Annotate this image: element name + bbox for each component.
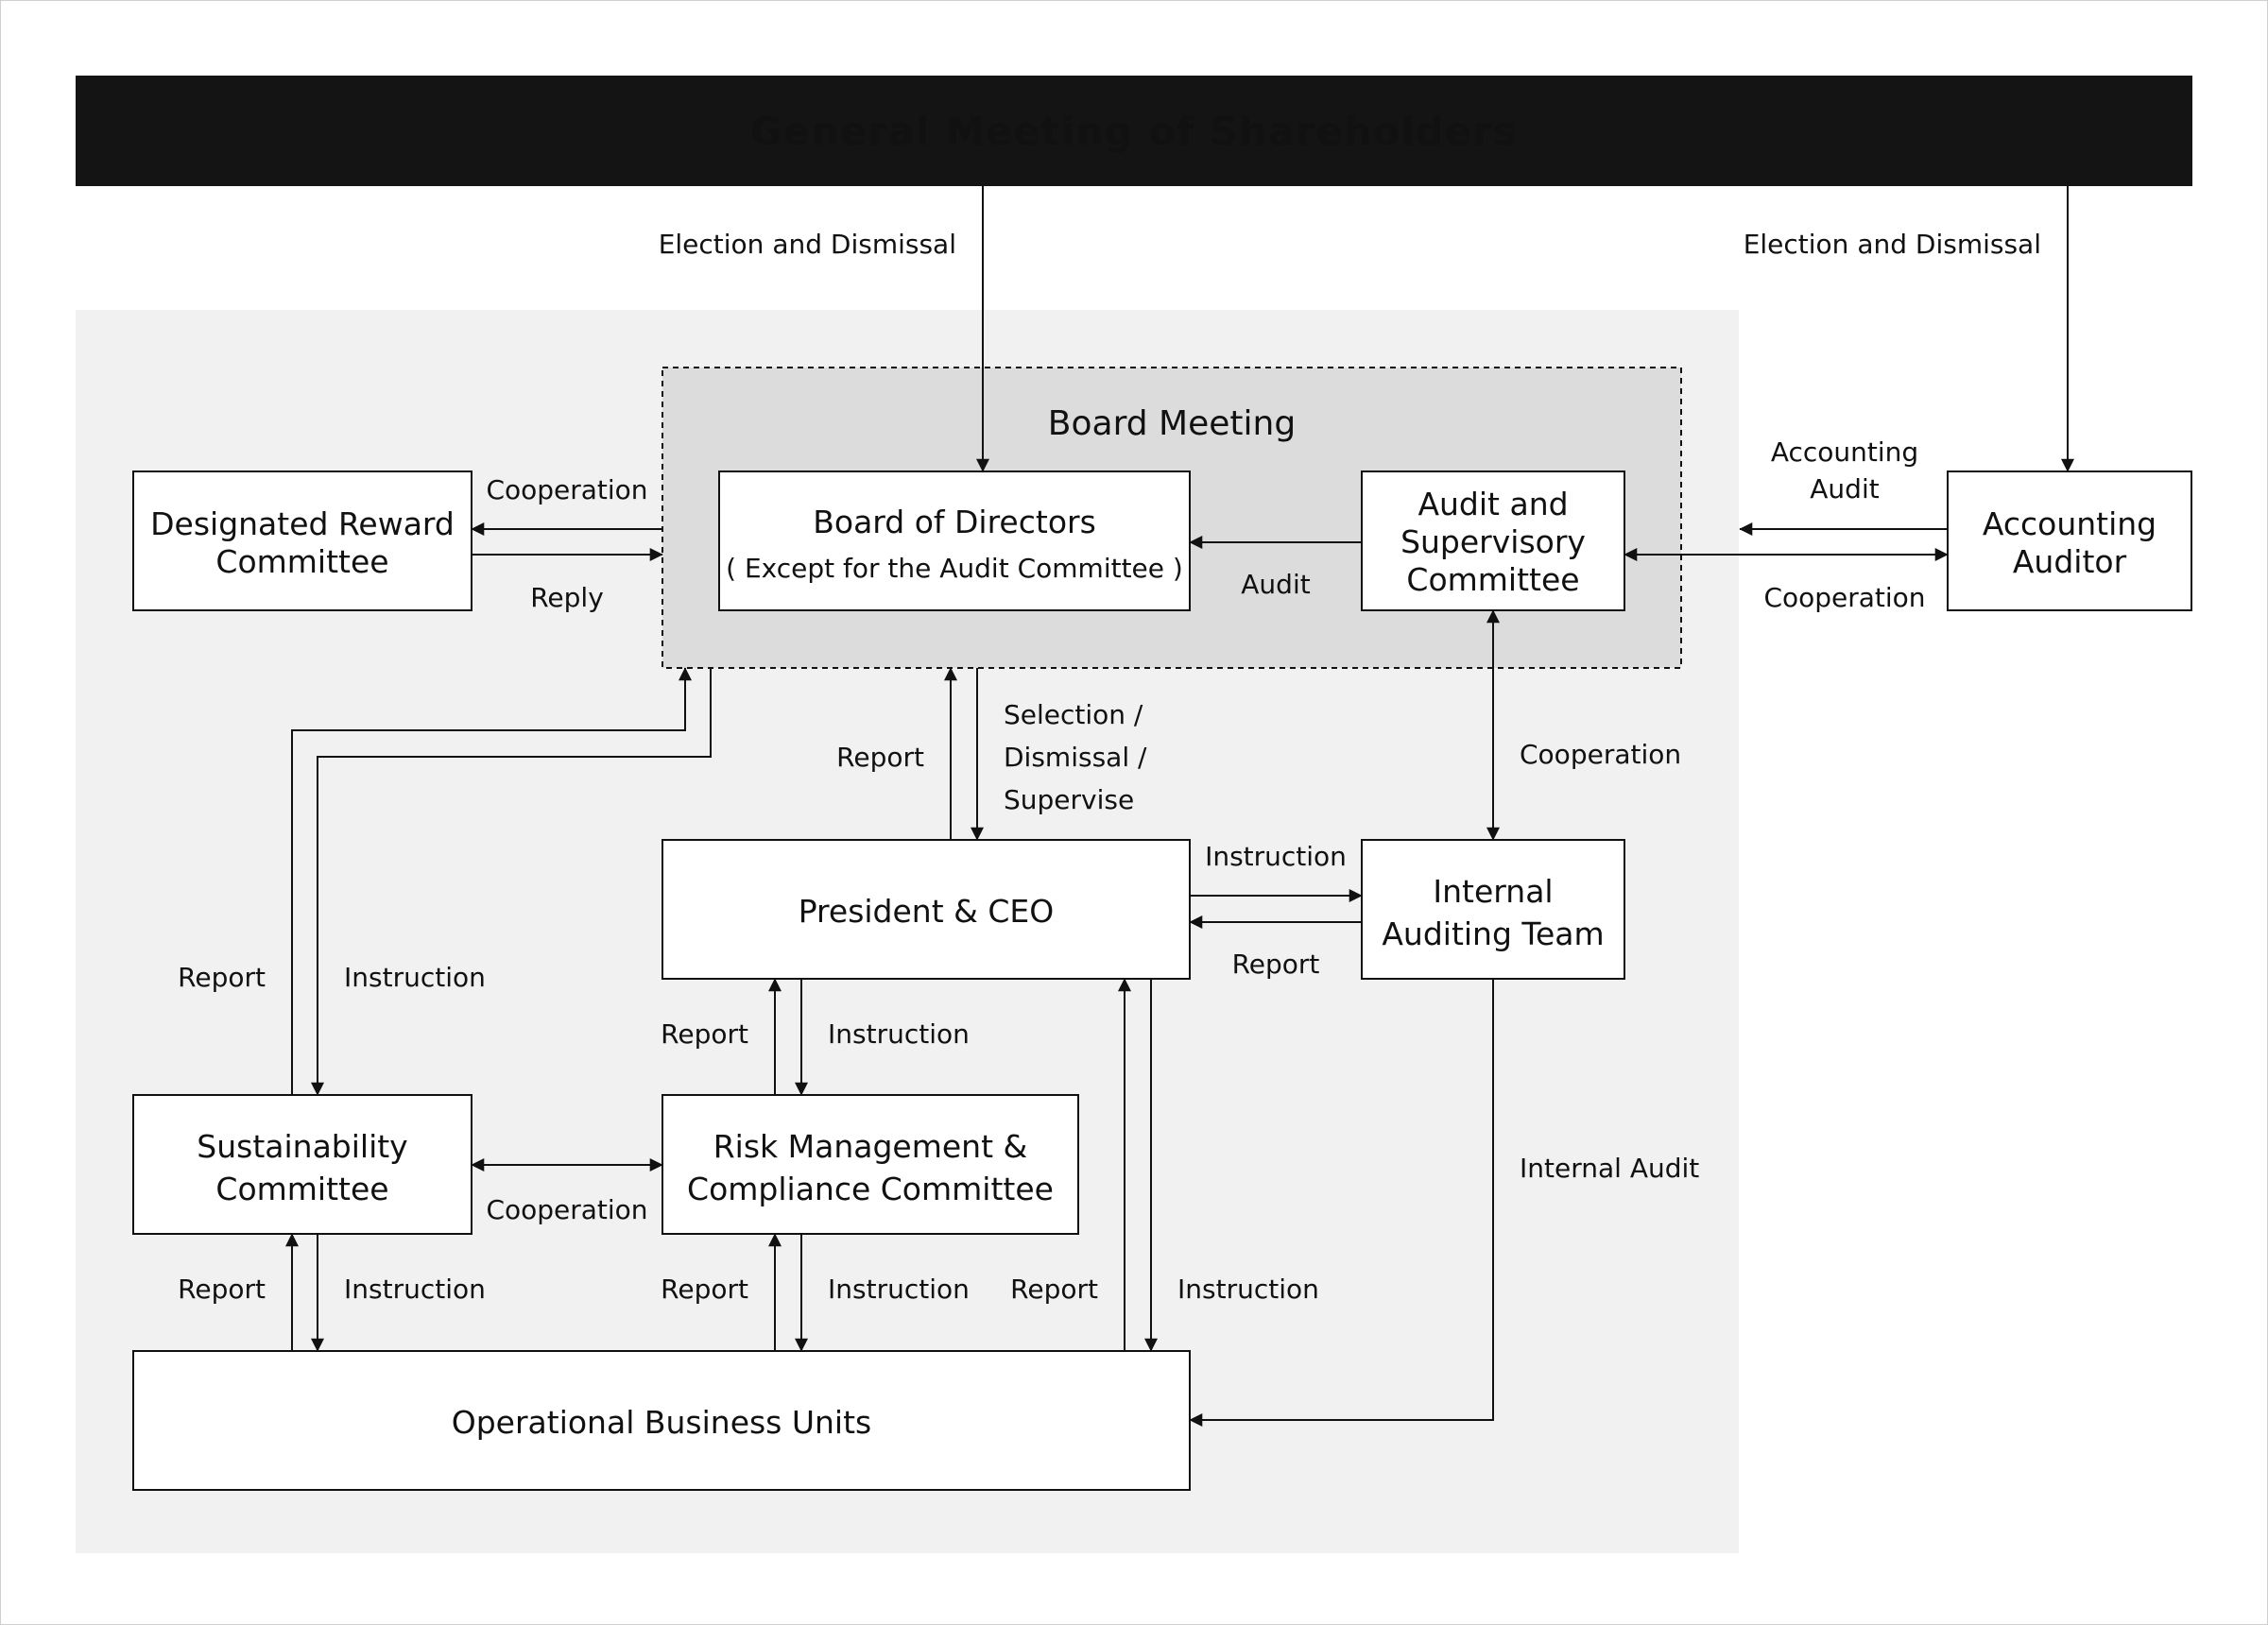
- arrow-sustainability-report-board: [291, 667, 692, 1095]
- label-ops-report-risk: Report: [661, 1274, 748, 1305]
- label-ceo-report: Report: [836, 742, 924, 773]
- internal-auditing-label-2: Auditing Team: [1382, 915, 1604, 952]
- label-ceo-instruction-internal: Instruction: [1205, 841, 1347, 872]
- label-internal-audit: Internal Audit: [1520, 1153, 1699, 1184]
- audit-supervisory-label-3: Committee: [1406, 561, 1579, 598]
- label-ops-instruction-risk: Instruction: [828, 1274, 970, 1305]
- president-ceo-label: President & CEO: [799, 893, 1055, 930]
- risk-management-label-2: Compliance Committee: [687, 1171, 1054, 1207]
- sustainability-label-2: Committee: [215, 1171, 388, 1207]
- label-reward-cooperation: Cooperation: [486, 474, 647, 505]
- header-title: General Meeting of Shareholders: [750, 109, 1518, 154]
- risk-management-label-1: Risk Management &: [713, 1128, 1028, 1165]
- label-ops-instruction-sustainability: Instruction: [344, 1274, 486, 1305]
- label-ops-instruction-ceo: Instruction: [1177, 1274, 1319, 1305]
- audit-supervisory-label-2: Supervisory: [1400, 523, 1586, 560]
- accounting-auditor-label-2: Auditor: [2013, 543, 2127, 580]
- label-ceo-selection-1: Selection /: [1004, 699, 1143, 730]
- label-risk-report-ceo: Report: [661, 1018, 748, 1050]
- label-sustainability-report-board: Report: [178, 962, 266, 993]
- label-ops-report-sustainability: Report: [178, 1274, 266, 1305]
- label-internal-report-ceo: Report: [1232, 949, 1320, 980]
- board-of-directors-box: Board of Directors ( Except for the Audi…: [718, 470, 1191, 611]
- label-election-dismissal-board: Election and Dismissal: [659, 229, 956, 260]
- label-sustainability-instruction-board: Instruction: [344, 962, 486, 993]
- label-ceo-selection-2: Dismissal /: [1004, 742, 1147, 773]
- arrow-board-instruction-sustainability: [311, 668, 712, 1096]
- label-auditor-cooperation: Cooperation: [1763, 582, 1925, 613]
- header-bar: [76, 76, 2192, 186]
- label-audit: Audit: [1241, 569, 1310, 600]
- accounting-auditor-label-1: Accounting: [1983, 505, 2156, 542]
- label-risk-instruction-ceo: Instruction: [828, 1018, 970, 1050]
- audit-supervisory-label-1: Audit and: [1418, 486, 1568, 522]
- board-of-directors-sublabel: ( Except for the Audit Committee ): [726, 553, 1183, 584]
- audit-supervisory-committee-box: Audit and Supervisory Committee: [1361, 470, 1625, 611]
- sustainability-label-1: Sustainability: [197, 1128, 407, 1165]
- operational-units-label: Operational Business Units: [452, 1404, 872, 1441]
- label-accounting-audit-2: Audit: [1810, 473, 1879, 505]
- label-ops-report-ceo: Report: [1010, 1274, 1098, 1305]
- accounting-auditor-box: Accounting Auditor: [1947, 470, 2192, 611]
- designated-reward-committee-box: Designated Reward Committee: [132, 470, 472, 611]
- risk-management-committee-box: Risk Management & Compliance Committee: [662, 1094, 1079, 1235]
- president-ceo-box: President & CEO: [662, 839, 1191, 980]
- board-of-directors-label: Board of Directors: [813, 504, 1096, 540]
- label-internal-cooperation: Cooperation: [1520, 739, 1681, 770]
- label-ceo-selection-3: Supervise: [1004, 784, 1134, 815]
- designated-reward-label-2: Committee: [215, 543, 388, 580]
- arrow-internal-audit-ops: [1189, 979, 1494, 1427]
- designated-reward-label-1: Designated Reward: [150, 505, 455, 542]
- label-reward-reply: Reply: [530, 582, 604, 613]
- sustainability-committee-box: Sustainability Committee: [132, 1094, 472, 1235]
- internal-auditing-team-box: Internal Auditing Team: [1361, 839, 1625, 980]
- label-sustain-risk-cooperation: Cooperation: [486, 1194, 647, 1225]
- internal-auditing-label-1: Internal: [1433, 873, 1553, 910]
- operational-business-units-box: Operational Business Units: [132, 1350, 1191, 1491]
- board-meeting-title: Board Meeting: [1048, 404, 1296, 443]
- label-election-dismissal-auditor: Election and Dismissal: [1744, 229, 2041, 260]
- label-accounting-audit-1: Accounting: [1771, 436, 1918, 468]
